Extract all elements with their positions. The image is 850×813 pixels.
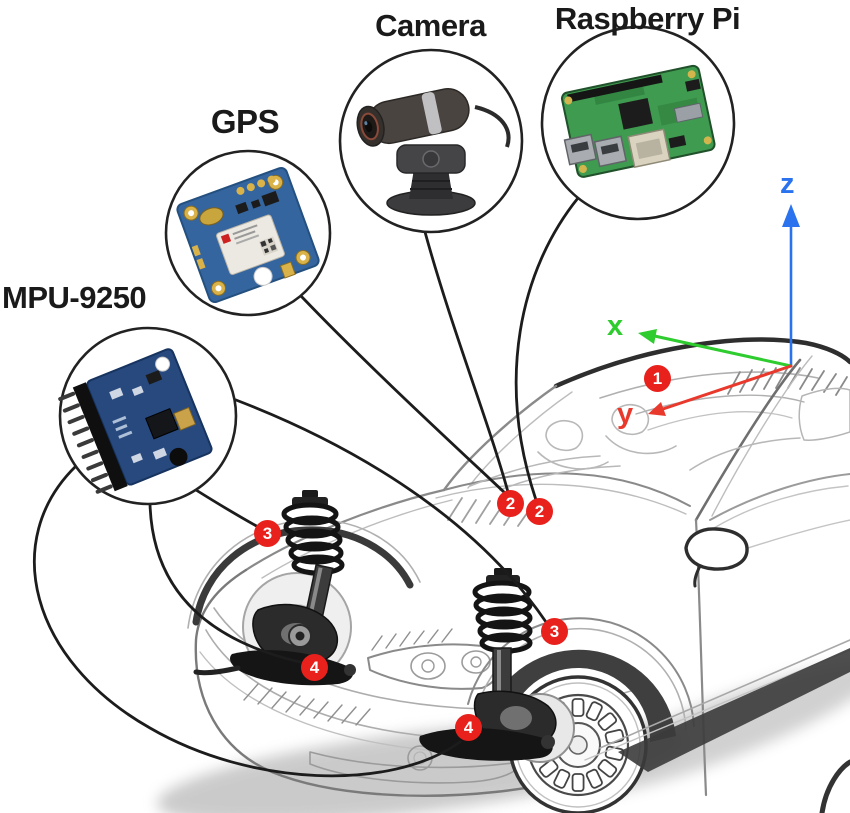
webcam-icon bbox=[356, 88, 511, 216]
line-mpu-to-3-right bbox=[234, 398, 548, 624]
raspberry-pi-board-icon bbox=[560, 64, 716, 178]
line-mpu-to-4-right bbox=[33, 464, 462, 778]
line-mpu-to-4-left bbox=[148, 502, 302, 664]
gps-label: GPS bbox=[210, 103, 280, 140]
marker-1-roof: 1 bbox=[644, 365, 671, 392]
marker-4-arm-left: 4 bbox=[301, 654, 328, 681]
marker-4-arm-right: 4 bbox=[455, 714, 482, 741]
x-axis bbox=[648, 333, 793, 368]
line-camera-to-2 bbox=[423, 230, 510, 494]
camera-bubble bbox=[338, 48, 524, 234]
gps-bubble bbox=[164, 149, 332, 317]
headlight bbox=[367, 628, 506, 690]
imu-board-icon bbox=[58, 348, 213, 494]
x-axis-label: x bbox=[607, 310, 624, 342]
marker-2-cowl-left: 2 bbox=[497, 490, 524, 517]
raspberry-pi-label: Raspberry Pi bbox=[554, 1, 741, 36]
camera-label: Camera bbox=[375, 8, 486, 43]
raspberry-pi-bubble bbox=[540, 25, 736, 221]
gps-board-icon bbox=[176, 166, 320, 304]
mpu-9250-label: MPU-9250 bbox=[2, 280, 147, 315]
marker-3-strut-right: 3 bbox=[541, 618, 568, 645]
line-mpu-to-3-left bbox=[194, 488, 262, 530]
mpu-9250-bubble bbox=[58, 326, 238, 506]
line-gps-to-2 bbox=[299, 294, 508, 496]
marker-3-strut-left: 3 bbox=[254, 520, 281, 547]
line-raspberrypi-to-2 bbox=[514, 196, 580, 502]
y-axis-label: y bbox=[617, 398, 634, 430]
marker-2-cowl-right: 2 bbox=[526, 498, 553, 525]
suspension-strut-right bbox=[419, 568, 575, 763]
z-axis-label: z bbox=[780, 168, 795, 200]
connector-lines bbox=[33, 196, 580, 778]
y-axis bbox=[655, 364, 793, 413]
side-mirror bbox=[684, 527, 749, 588]
coordinate-axes bbox=[638, 204, 800, 416]
